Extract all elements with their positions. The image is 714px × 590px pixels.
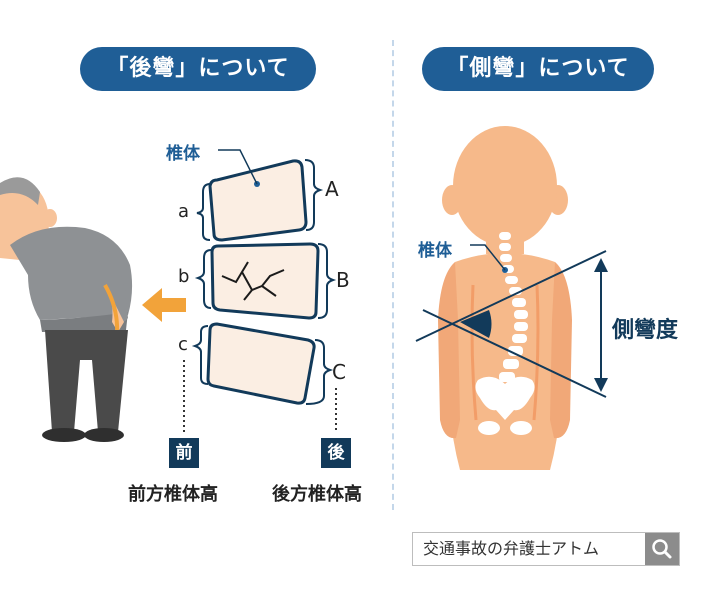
cobb-line-upper bbox=[415, 250, 607, 342]
arrowhead-up-icon bbox=[594, 258, 608, 272]
child-back-illustration bbox=[438, 126, 572, 470]
label-vertebra-left: 椎体 bbox=[166, 144, 200, 164]
arrowhead-down-icon bbox=[594, 378, 608, 392]
brace-c bbox=[191, 325, 209, 385]
search-icon bbox=[652, 539, 672, 559]
badge-front: 前 bbox=[169, 438, 199, 468]
label-B: B bbox=[336, 268, 350, 292]
cobb-angle-diagram bbox=[415, 250, 608, 398]
title-scoliosis: 「側彎」について bbox=[422, 47, 654, 91]
label-c: c bbox=[178, 334, 188, 355]
badge-back: 後 bbox=[321, 438, 351, 468]
caption-front-height: 前方椎体高 bbox=[128, 484, 218, 505]
label-scoliosis-degree: 側彎度 bbox=[612, 318, 679, 343]
vertebra-leader-line bbox=[218, 149, 258, 185]
label-b: b bbox=[178, 266, 190, 287]
search-text: 交通事故の弁護士アトム bbox=[423, 539, 600, 558]
brace-b bbox=[194, 249, 212, 309]
vertebra-top bbox=[208, 159, 308, 242]
brace-B bbox=[317, 243, 337, 319]
vertebra-bottom bbox=[206, 322, 316, 405]
search-button[interactable] bbox=[645, 533, 679, 565]
label-A: A bbox=[325, 177, 339, 201]
cobb-line-lower bbox=[422, 309, 607, 398]
brace-A bbox=[304, 159, 324, 231]
fracture-crack bbox=[221, 261, 285, 301]
vertebrae-diagram bbox=[183, 149, 337, 432]
orange-arrow-icon bbox=[142, 288, 186, 322]
caption-back-height: 後方椎体高 bbox=[272, 484, 362, 505]
title-kyphosis: 「後彎」について bbox=[80, 47, 316, 91]
label-C: C bbox=[332, 360, 346, 384]
cobb-angle-wedge bbox=[460, 310, 492, 338]
search-box[interactable]: 交通事故の弁護士アトム bbox=[412, 532, 680, 566]
brace-a bbox=[196, 183, 211, 241]
brace-C bbox=[305, 339, 334, 405]
label-a: a bbox=[178, 201, 190, 222]
elderly-man-illustration bbox=[0, 177, 133, 442]
label-vertebra-right: 椎体 bbox=[418, 241, 452, 261]
center-divider bbox=[392, 40, 394, 510]
